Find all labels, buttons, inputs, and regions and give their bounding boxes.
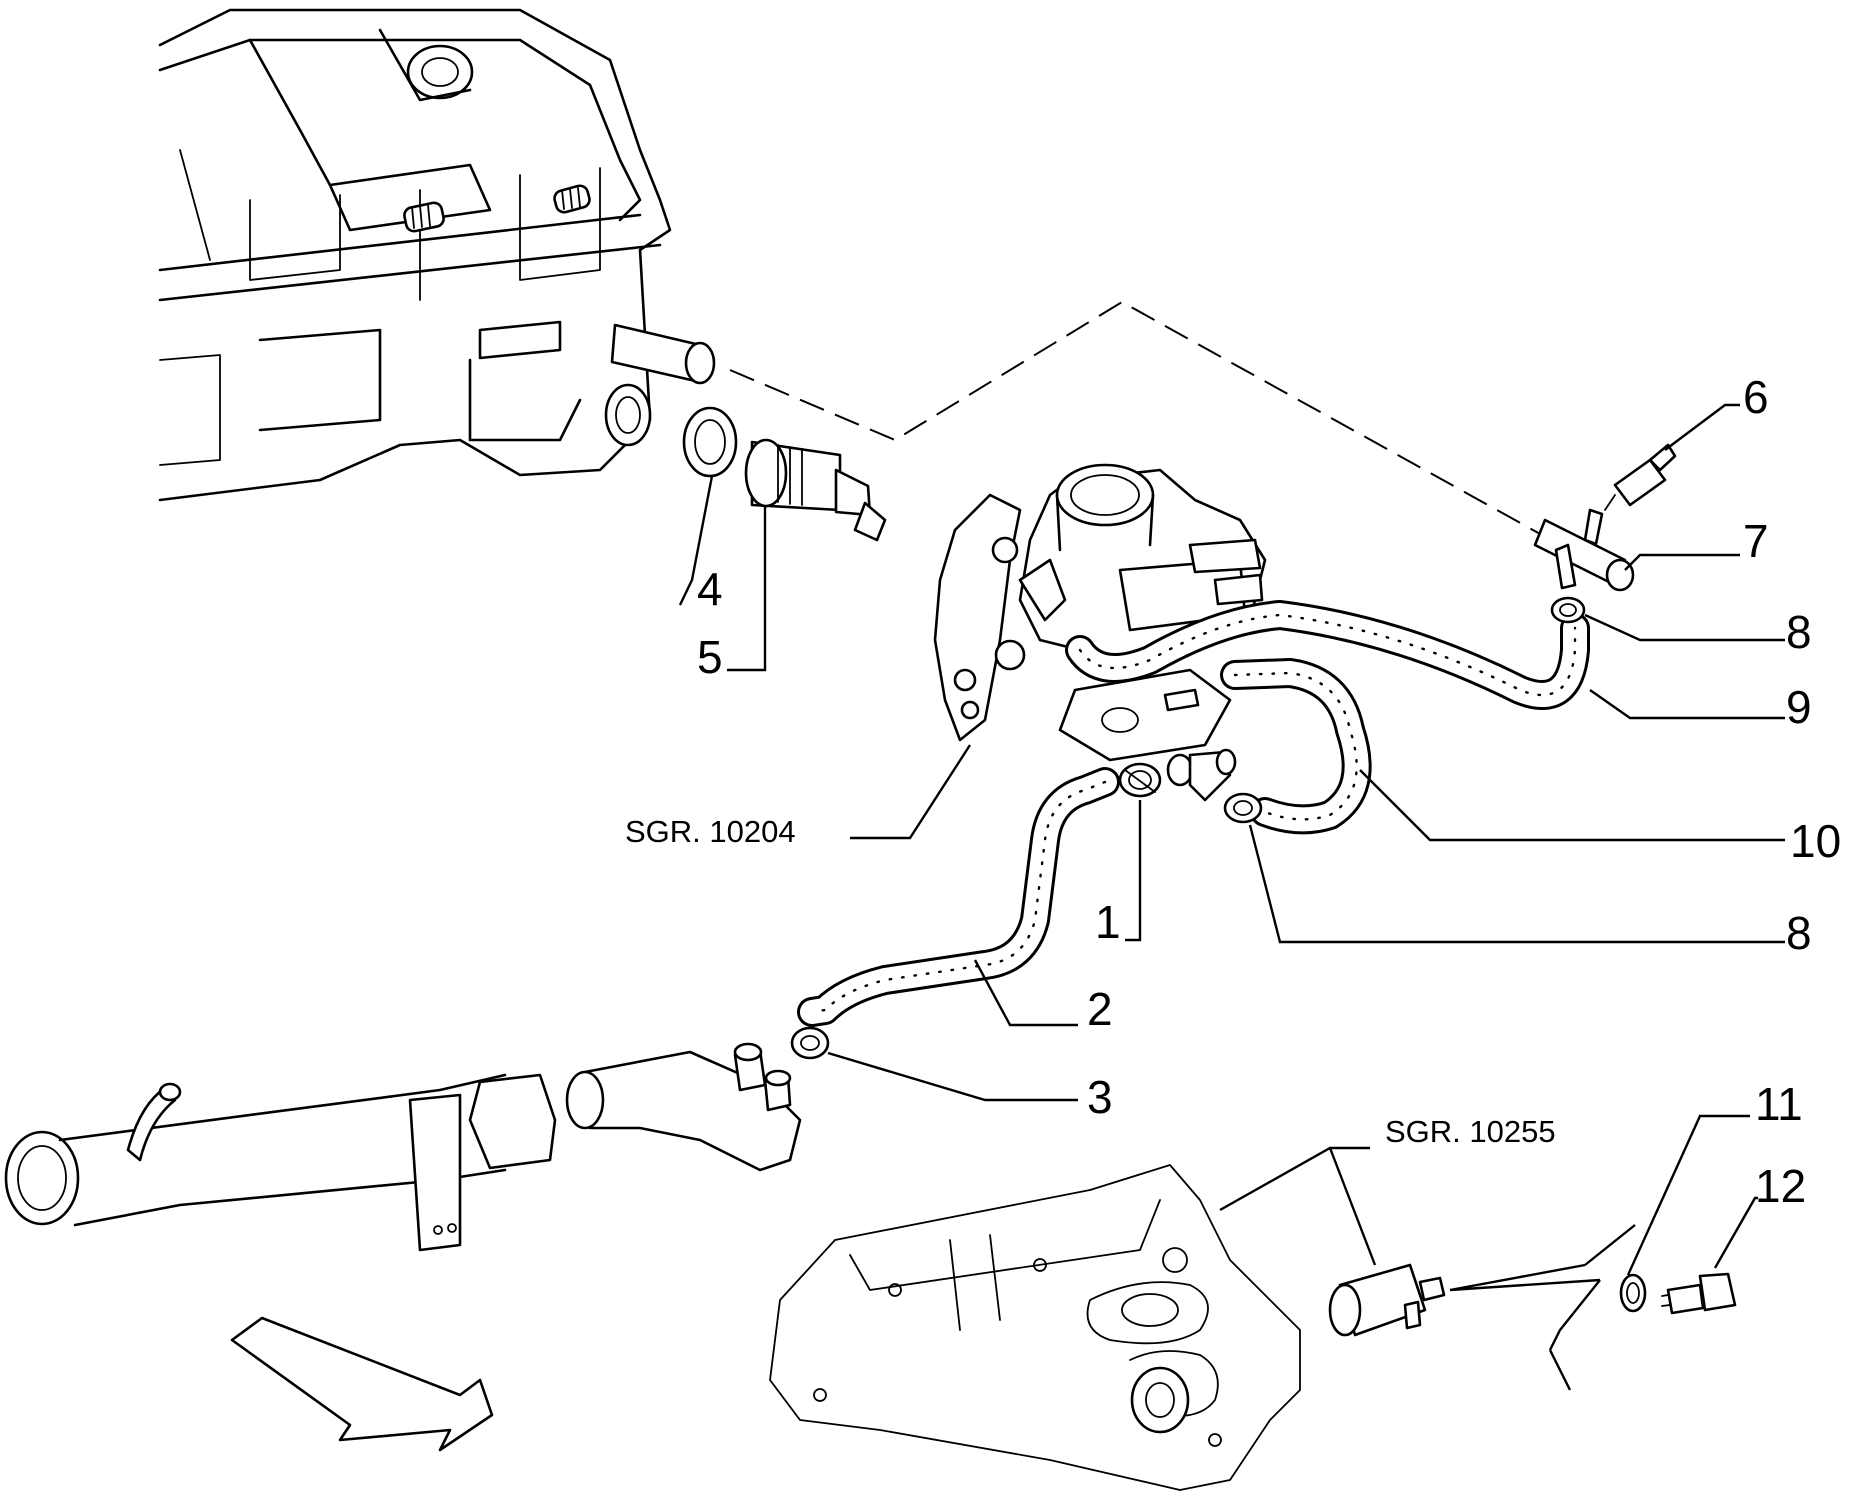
callout-4: 4 — [697, 563, 723, 615]
part-7-t-fitting — [1533, 508, 1635, 592]
callout-1: 1 — [1095, 896, 1121, 948]
part-4-washer — [682, 406, 738, 478]
part-8-clamp-upper — [1550, 596, 1586, 624]
elbow-fitting — [1166, 748, 1237, 802]
fitting-bracket — [1548, 1224, 1636, 1391]
part-10-hose — [1220, 658, 1372, 835]
callout-7: 7 — [1743, 515, 1769, 567]
sgr-10255-leader — [1219, 1146, 1377, 1266]
manifold-union-fitting — [1328, 1263, 1446, 1337]
reference-sgr-10255: SGR. 10255 — [1385, 1114, 1556, 1149]
part-12-sensor — [1661, 1272, 1737, 1315]
sgr-10204-leader — [850, 744, 972, 840]
callout-5: 5 — [697, 631, 723, 683]
part-3-clamp — [790, 1026, 830, 1060]
part-11-washer — [1619, 1273, 1647, 1313]
coolant-pipe-left — [4, 1073, 557, 1252]
callout-leaders — [678, 403, 1785, 1276]
callout-10: 10 — [1790, 815, 1841, 867]
connection-dashed-line — [729, 300, 1561, 546]
callout-8-lower: 8 — [1786, 907, 1812, 959]
callout-6: 6 — [1743, 371, 1769, 423]
part-2-hose — [797, 767, 1120, 1027]
fitting-leader — [1449, 1263, 1601, 1292]
part-5-temperature-sensor — [744, 438, 887, 542]
coolant-pipe-right — [565, 1042, 802, 1172]
direction-arrow — [230, 1316, 494, 1452]
callout-2: 2 — [1087, 983, 1113, 1035]
engine-block — [158, 8, 716, 502]
carburetor-assembly — [933, 463, 1267, 762]
callout-12: 12 — [1755, 1160, 1806, 1212]
reference-sgr-10204: SGR. 10204 — [625, 814, 796, 849]
callout-11: 11 — [1755, 1078, 1803, 1130]
part-8-clamp-lower — [1223, 792, 1263, 824]
callout-8-upper: 8 — [1786, 606, 1812, 658]
intake-manifold — [769, 1164, 1301, 1491]
callout-9: 9 — [1786, 681, 1812, 733]
part-9-hose — [1065, 600, 1590, 710]
part-6-sensor — [1604, 443, 1677, 511]
part-1-clamp — [1118, 762, 1162, 798]
callout-3: 3 — [1087, 1071, 1113, 1123]
